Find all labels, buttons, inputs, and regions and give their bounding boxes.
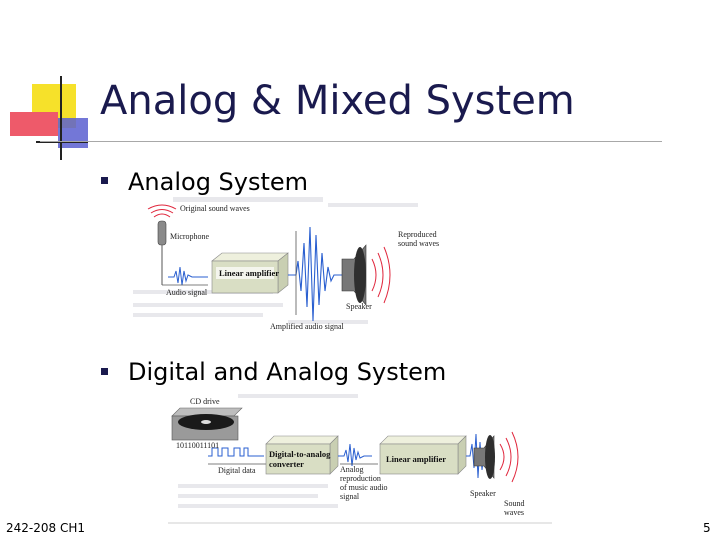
cd-drive-label: CD drive bbox=[190, 397, 220, 406]
original-sound-waves-label: Original sound waves bbox=[180, 204, 250, 213]
digital-data-label: Digital data bbox=[218, 466, 256, 475]
bullet-marker-1 bbox=[101, 177, 108, 184]
slide-title: Analog & Mixed System bbox=[100, 78, 575, 124]
sound-waves-label-1: Sound bbox=[504, 499, 524, 508]
amplified-audio-signal-label: Amplified audio signal bbox=[270, 322, 345, 331]
linear-amplifier-label: Linear amplifier bbox=[219, 268, 279, 278]
dac-box bbox=[265, 435, 339, 475]
amplified-audio-waveform bbox=[288, 226, 342, 322]
analog-reproduction-label-2: reproduction bbox=[340, 474, 381, 483]
title-underline bbox=[40, 141, 662, 142]
digital-data-waveform bbox=[208, 447, 264, 457]
microphone-icon bbox=[157, 220, 167, 285]
speaker-icon bbox=[341, 244, 367, 306]
linear-amplifier-box bbox=[211, 252, 289, 294]
binary-bits-label: 10110011101 bbox=[176, 441, 219, 450]
deco-red-bar bbox=[10, 112, 58, 136]
analog-reproduction-label-1: Analog bbox=[340, 465, 364, 474]
deco-horizontal-line bbox=[36, 141, 88, 143]
analog-reproduction-label-3: of music audio bbox=[340, 483, 388, 492]
deco-blue-square bbox=[58, 118, 88, 148]
linear-amplifier-label-2: Linear amplifier bbox=[386, 454, 446, 464]
bullet-digital-analog-system: Digital and Analog System bbox=[128, 358, 447, 386]
sound-waves-label-2: waves bbox=[504, 508, 524, 517]
dac-label-2: converter bbox=[269, 459, 304, 469]
slide-decoration bbox=[0, 0, 100, 165]
footer-page-number: 5 bbox=[703, 521, 711, 535]
bullet-marker-2 bbox=[101, 368, 108, 375]
bullet-analog-system: Analog System bbox=[128, 168, 309, 196]
dac-label-1: Digital-to-analog bbox=[269, 449, 331, 459]
analog-reproduction-waveform bbox=[338, 443, 372, 467]
linear-amplifier-box-2 bbox=[379, 435, 467, 475]
analog-system-figure: Original sound waves Microphone Audio si… bbox=[128, 195, 448, 335]
microphone-label: Microphone bbox=[170, 232, 210, 241]
reproduced-sound-waves-label-1: Reproduced bbox=[398, 230, 437, 239]
speaker-label: Speaker bbox=[346, 302, 372, 311]
cd-drive-icon bbox=[171, 407, 243, 441]
speaker-label-2: Speaker bbox=[470, 489, 496, 498]
reproduced-sound-waves-icon bbox=[371, 246, 391, 304]
footer-course-code: 242-208 CH1 bbox=[6, 521, 85, 535]
speaker-icon-2 bbox=[473, 435, 495, 479]
original-sound-waves-icon bbox=[147, 204, 177, 218]
digital-analog-system-figure: CD drive 10110011101 Digital data Digita… bbox=[168, 390, 552, 524]
audio-signal-label: Audio signal bbox=[166, 288, 208, 297]
reproduced-sound-waves-label-2: sound waves bbox=[398, 239, 439, 248]
analog-reproduction-label-4: signal bbox=[340, 492, 360, 501]
sound-waves-icon bbox=[499, 431, 519, 483]
deco-vertical-line bbox=[60, 76, 62, 160]
